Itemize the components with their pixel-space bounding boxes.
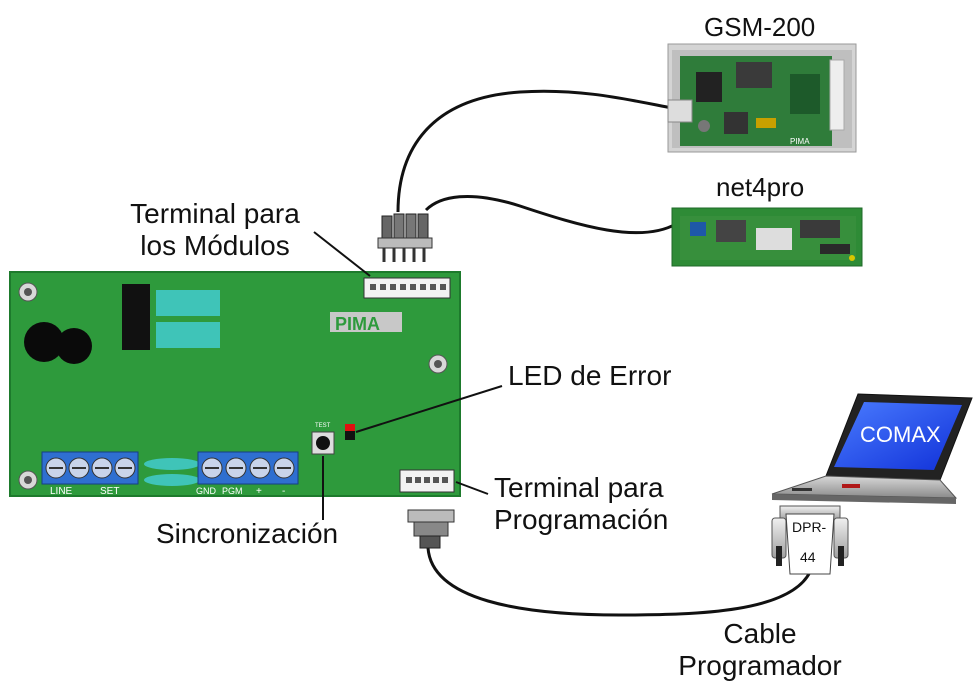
- terminal-label-pgm: PGM: [222, 486, 243, 496]
- programming-terminal-label-line2: Programación: [494, 504, 669, 535]
- adapter-label-line1: DPR-: [792, 519, 827, 535]
- black-component: [122, 284, 150, 350]
- cable-label-line2: Programador: [678, 650, 842, 681]
- modules-terminal-label-line2: los Módulos: [140, 230, 290, 261]
- terminal-label-minus: -: [282, 486, 285, 497]
- cable-to-net4pro: [424, 195, 677, 235]
- terminal-label-gnd: GND: [196, 486, 217, 496]
- programming-cable-plug: [407, 509, 455, 549]
- leader-programming-terminal: [455, 481, 489, 495]
- component-oval: [144, 458, 200, 470]
- programming-terminal-label-line1: Terminal para: [494, 472, 664, 503]
- relay: [156, 322, 220, 348]
- capacitor: [56, 328, 92, 364]
- capacitor: [24, 322, 64, 362]
- net4pro-module: [671, 207, 863, 267]
- leader-modules-terminal: [313, 231, 371, 277]
- terminal-block-left: LINE SET: [41, 451, 139, 497]
- cable-label: Cable Programador: [660, 618, 860, 682]
- adapter-label-line2: 44: [800, 549, 816, 565]
- programming-cable: [426, 547, 812, 617]
- laptop: COMAX: [771, 393, 973, 504]
- terminal-block-right: GND PGM + -: [196, 451, 299, 497]
- module-connector-plug: [377, 213, 433, 262]
- test-mark: TEST: [315, 423, 331, 429]
- modules-terminal-header: [363, 277, 451, 299]
- leader-error-led: [355, 385, 503, 433]
- error-led-label: LED de Error: [508, 360, 672, 391]
- terminal-label-line: LINE: [50, 486, 73, 497]
- cable-to-gsm: [396, 89, 673, 213]
- dpr-44-adapter: DPR- 44: [771, 505, 849, 575]
- gsm-board-mark: PIMA: [790, 137, 810, 146]
- component-oval: [144, 474, 200, 486]
- gsm-200-module: PIMA: [667, 43, 857, 153]
- error-led: [345, 424, 355, 440]
- programming-terminal-label: Terminal para Programación: [494, 472, 668, 536]
- board-logo: PIMA: [335, 314, 380, 334]
- terminal-label-set: SET: [100, 486, 119, 497]
- laptop-screen-text: COMAX: [860, 422, 941, 447]
- leader-lines: [313, 231, 503, 520]
- modules-terminal-label: Terminal para los Módulos: [112, 198, 318, 262]
- modules-terminal-label-line1: Terminal para: [130, 198, 300, 229]
- terminal-label-plus: +: [256, 486, 262, 497]
- net4pro-title: net4pro: [716, 172, 805, 202]
- cable-label-line1: Cable: [723, 618, 797, 649]
- relay: [156, 290, 220, 316]
- gsm-200-title: GSM-200: [704, 12, 816, 42]
- main-board: PIMA TEST LINE SET: [9, 271, 461, 497]
- sync-label: Sincronización: [156, 518, 339, 549]
- cables: [396, 89, 812, 617]
